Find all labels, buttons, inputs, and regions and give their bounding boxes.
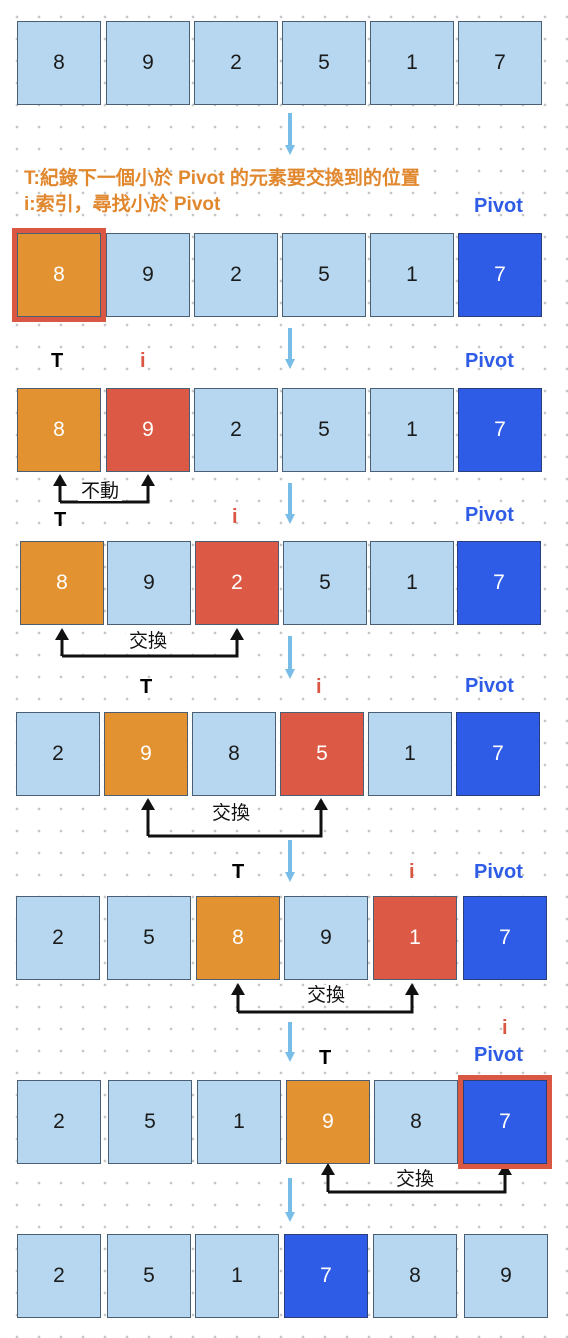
legend-t-description: T:紀錄下一個小於 Pivot 的元素要交換到的位置	[24, 168, 420, 189]
swap-arrowhead-row5-1	[141, 798, 155, 810]
array-cell-row8-3: 1	[195, 1234, 279, 1318]
array-cell-row7-6: 7	[458, 1075, 552, 1169]
array-cell-row3-6: 7	[458, 388, 542, 472]
swap-arrowhead-row3-1	[53, 474, 67, 486]
array-cell-row6-6: 7	[463, 896, 547, 980]
array-cell-row1-5: 1	[370, 21, 454, 105]
pivot-pointer-label-row4: Pivot	[465, 504, 514, 526]
swap-arrowhead-row6-2	[405, 983, 419, 995]
i-pointer-label-row5: i	[316, 676, 322, 698]
array-cell-row3-1: 8	[17, 388, 101, 472]
array-cell-row1-1: 8	[17, 21, 101, 105]
array-cell-row4-1: 8	[20, 541, 104, 625]
swap-arrowhead-row6-1	[231, 983, 245, 995]
array-cell-row2-5: 1	[370, 233, 454, 317]
i-pointer-label-row4: i	[232, 506, 238, 528]
array-cell-row8-5: 8	[373, 1234, 457, 1318]
array-cell-row8-4: 7	[284, 1234, 368, 1318]
array-cell-row6-3: 8	[196, 896, 280, 980]
swap-arrowhead-row7-2	[498, 1163, 512, 1175]
swap-arrowhead-row4-2	[230, 628, 244, 640]
legend-i-description: i:索引，尋找小於 Pivot	[24, 194, 221, 215]
array-cell-row7-4: 9	[286, 1080, 370, 1164]
array-cell-row1-6: 7	[458, 21, 542, 105]
array-cell-row4-2: 9	[107, 541, 191, 625]
array-cell-row8-6: 9	[464, 1234, 548, 1318]
array-cell-row7-5: 8	[374, 1080, 458, 1164]
pivot-pointer-label-row7: Pivot	[474, 1044, 523, 1066]
swap-arrowhead-row5-2	[314, 798, 328, 810]
swap-text-row3: 不動	[78, 481, 123, 501]
array-cell-row7-1: 2	[17, 1080, 101, 1164]
array-cell-row1-3: 2	[194, 21, 278, 105]
array-cell-row2-6: 7	[458, 233, 542, 317]
swap-arrowhead-row7-1	[321, 1163, 335, 1175]
t-pointer-label-row6: T	[232, 861, 245, 883]
pivot-pointer-label-row6: Pivot	[474, 861, 523, 883]
array-cell-row5-1: 2	[16, 712, 100, 796]
array-cell-row5-2: 9	[104, 712, 188, 796]
array-cell-row4-5: 1	[370, 541, 454, 625]
array-cell-row6-4: 9	[284, 896, 368, 980]
array-cell-row3-2: 9	[106, 388, 190, 472]
array-cell-row2-1: 8	[12, 228, 106, 322]
swap-text-row6: 交換	[304, 985, 349, 1005]
array-cell-row3-4: 5	[282, 388, 366, 472]
pivot-pointer-label-row5: Pivot	[465, 675, 514, 697]
array-cell-row2-4: 5	[282, 233, 366, 317]
array-cell-row7-2: 5	[108, 1080, 192, 1164]
array-cell-row6-5: 1	[373, 896, 457, 980]
array-cell-row1-4: 5	[282, 21, 366, 105]
swap-text-row5: 交換	[209, 803, 254, 823]
i-pointer-label-row3: i	[140, 350, 146, 372]
array-cell-row4-3: 2	[195, 541, 279, 625]
array-cell-row2-3: 2	[194, 233, 278, 317]
array-cell-row6-2: 5	[107, 896, 191, 980]
array-cell-row6-1: 2	[16, 896, 100, 980]
t-pointer-label-row5: T	[140, 676, 153, 698]
array-cell-row2-2: 9	[106, 233, 190, 317]
t-pointer-label-row3: T	[51, 350, 64, 372]
array-cell-row5-5: 1	[368, 712, 452, 796]
array-cell-row4-6: 7	[457, 541, 541, 625]
swap-arrowhead-row4-1	[55, 628, 69, 640]
t-pointer-label-row7: T	[319, 1047, 332, 1069]
swap-arrowhead-row3-2	[141, 474, 155, 486]
pivot-pointer-label-row2: Pivot	[474, 195, 523, 217]
array-cell-row3-5: 1	[370, 388, 454, 472]
array-cell-row1-2: 9	[106, 21, 190, 105]
array-cell-row5-6: 7	[456, 712, 540, 796]
array-cell-row3-3: 2	[194, 388, 278, 472]
array-cell-row4-4: 5	[283, 541, 367, 625]
array-cell-row8-2: 5	[107, 1234, 191, 1318]
array-cell-row7-3: 1	[197, 1080, 281, 1164]
array-cell-row5-3: 8	[192, 712, 276, 796]
t-pointer-label-row4: T	[54, 509, 67, 531]
array-cell-row8-1: 2	[17, 1234, 101, 1318]
swap-text-row4: 交換	[126, 631, 171, 651]
swap-text-row7: 交換	[393, 1169, 438, 1189]
i-pointer-label-row7: i	[502, 1017, 508, 1039]
i-pointer-label-row6: i	[409, 861, 415, 883]
pivot-pointer-label-row3: Pivot	[465, 350, 514, 372]
array-cell-row5-4: 5	[280, 712, 364, 796]
